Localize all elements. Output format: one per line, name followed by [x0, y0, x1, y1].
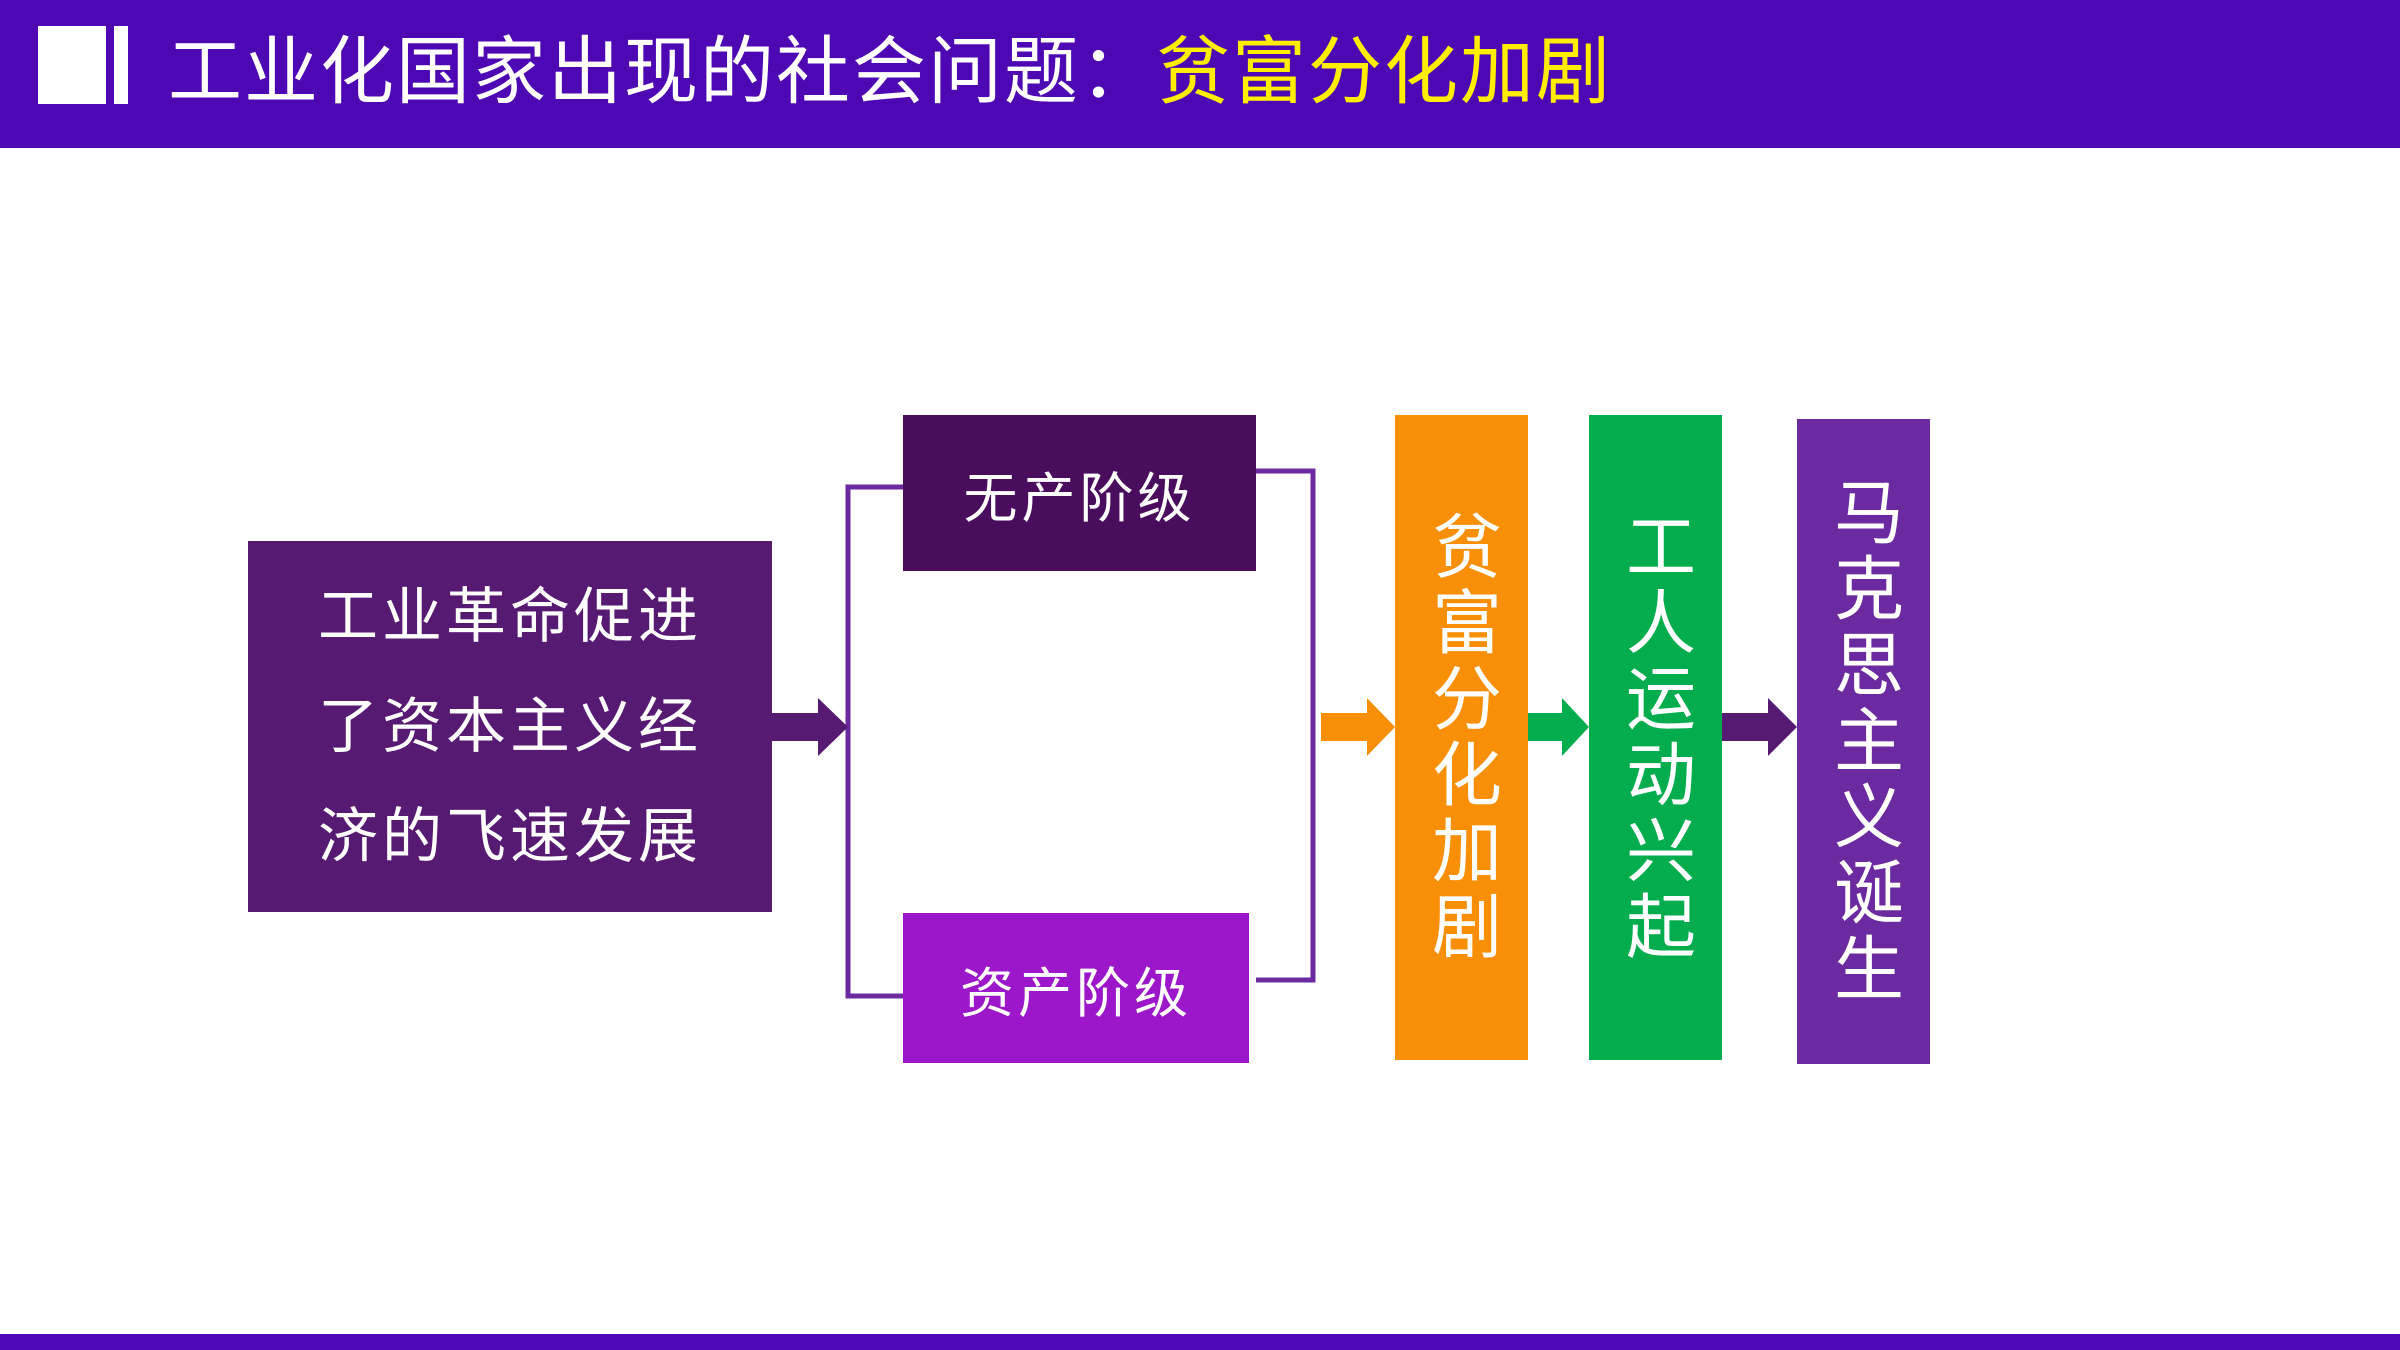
footer-bar	[0, 1334, 2400, 1350]
bracket-right-icon	[1256, 468, 1316, 983]
slide-logo-bar	[114, 26, 128, 104]
arrow-right-icon	[772, 698, 848, 756]
box-bourgeoisie: 资产阶级	[903, 913, 1249, 1063]
header-bar: 工业化国家出现的社会问题：贫富分化加剧	[0, 0, 2400, 148]
page-title-main: 工业化国家出现的社会问题：	[168, 29, 1156, 115]
box-proletariat: 无产阶级	[903, 415, 1256, 571]
box-labor-movement: 工人运动兴起	[1589, 415, 1722, 1060]
text-line: 济的飞速发展	[318, 801, 702, 872]
box-marxism: 马克思主义诞生	[1797, 419, 1930, 1064]
text-line: 了资本主义经	[318, 691, 702, 762]
bracket-left-icon	[845, 484, 903, 999]
arrow-right-icon	[1528, 698, 1589, 756]
box-wealth-gap: 贫富分化加剧	[1395, 415, 1528, 1060]
arrow-right-icon	[1722, 698, 1797, 756]
box-labor-movement-label: 工人运动兴起	[1614, 509, 1697, 966]
box-industrial-revolution: 工业革命促进 了资本主义经 济的飞速发展	[248, 541, 772, 912]
box-marxism-label: 马克思主义诞生	[1822, 475, 1905, 1008]
page-title-highlight: 贫富分化加剧	[1156, 29, 1612, 115]
slide-logo-icon	[38, 26, 106, 104]
box-proletariat-label: 无产阶级	[963, 466, 1196, 530]
page-title: 工业化国家出现的社会问题：贫富分化加剧	[168, 22, 1612, 122]
box-wealth-gap-label: 贫富分化加剧	[1420, 509, 1503, 966]
arrow-right-icon	[1321, 698, 1395, 756]
box-industrial-revolution-text: 工业革命促进 了资本主义经 济的飞速发展	[318, 562, 702, 892]
box-bourgeoisie-label: 资产阶级	[960, 961, 1192, 1025]
text-line: 工业革命促进	[318, 581, 702, 652]
